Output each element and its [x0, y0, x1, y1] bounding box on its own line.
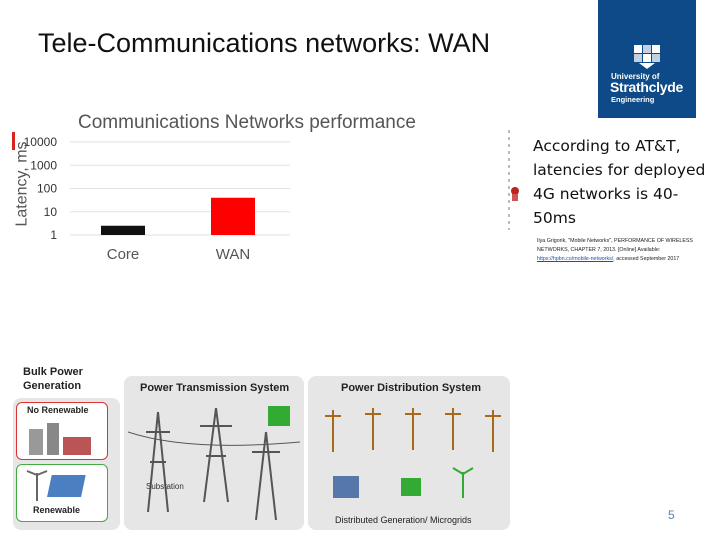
location-pin-icon — [511, 187, 519, 201]
bar-core — [101, 225, 145, 235]
latency-bar-chart: 10000 1000 100 10 1 Core WAN — [24, 135, 290, 263]
bulk-power-title-1: Bulk Power — [23, 366, 83, 378]
att-latency-note: According to AT&T, latencies for deploye… — [533, 137, 706, 227]
category-label-core: Core — [107, 246, 140, 263]
chart-bars — [101, 197, 255, 235]
no-renewable-label: No Renewable — [27, 405, 89, 415]
non-renewable-box: No Renewable — [16, 402, 108, 460]
crest-icon — [634, 45, 660, 69]
transmission-towers-icon — [128, 406, 300, 521]
chart-gridlines — [70, 141, 290, 236]
power-grid-illustration: Bulk Power Generation Power Transmission… — [13, 362, 510, 532]
factory-icon — [29, 423, 91, 455]
citation: Ilya Grigorik, "Mobile Networks", PERFOR… — [537, 237, 707, 264]
chart-title: Communications Networks performance — [78, 112, 416, 133]
solar-wind-icon — [26, 470, 86, 501]
distribution-panel — [308, 376, 510, 530]
y-tick-label: 10 — [44, 205, 58, 219]
logo-line-2: Strathclyde — [610, 79, 683, 95]
ylabel-accent — [12, 132, 15, 150]
chart-tick-labels: 10000 1000 100 10 1 — [24, 135, 58, 242]
transmission-title: Power Transmission System — [140, 382, 290, 394]
distribution-title: Power Distribution System — [341, 382, 481, 394]
y-tick-label: 100 — [37, 182, 57, 196]
logo-line-1: University of — [611, 72, 660, 81]
distributed-generation-label: Distributed Generation/ Microgrids — [335, 515, 472, 525]
bulk-power-title-2: Generation — [23, 380, 82, 392]
citation-link[interactable]: https://hpbn.co/mobile-networks/ — [537, 256, 614, 262]
category-label-wan: WAN — [216, 246, 250, 263]
renewable-box: Renewable — [16, 464, 108, 522]
renewable-label: Renewable — [33, 505, 81, 515]
y-tick-label: 1 — [50, 228, 57, 242]
dotted-divider — [508, 130, 510, 230]
slide-title: Tele-Communications networks: WAN — [38, 28, 491, 58]
distribution-poles-icon — [325, 408, 501, 498]
citation-accessed: , accessed September 2017 — [613, 256, 680, 262]
y-tick-label: 1000 — [30, 158, 57, 172]
substation-label: Substation — [146, 482, 184, 491]
chart-category-labels: Core WAN — [107, 246, 250, 263]
page-number: 5 — [668, 508, 675, 522]
university-logo: University of Strathclyde Engineering — [598, 0, 696, 118]
citation-text: Ilya Grigorik, "Mobile Networks", PERFOR… — [537, 238, 693, 253]
bar-wan — [211, 197, 255, 235]
y-tick-label: 10000 — [24, 135, 58, 149]
logo-line-3: Engineering — [611, 95, 655, 104]
